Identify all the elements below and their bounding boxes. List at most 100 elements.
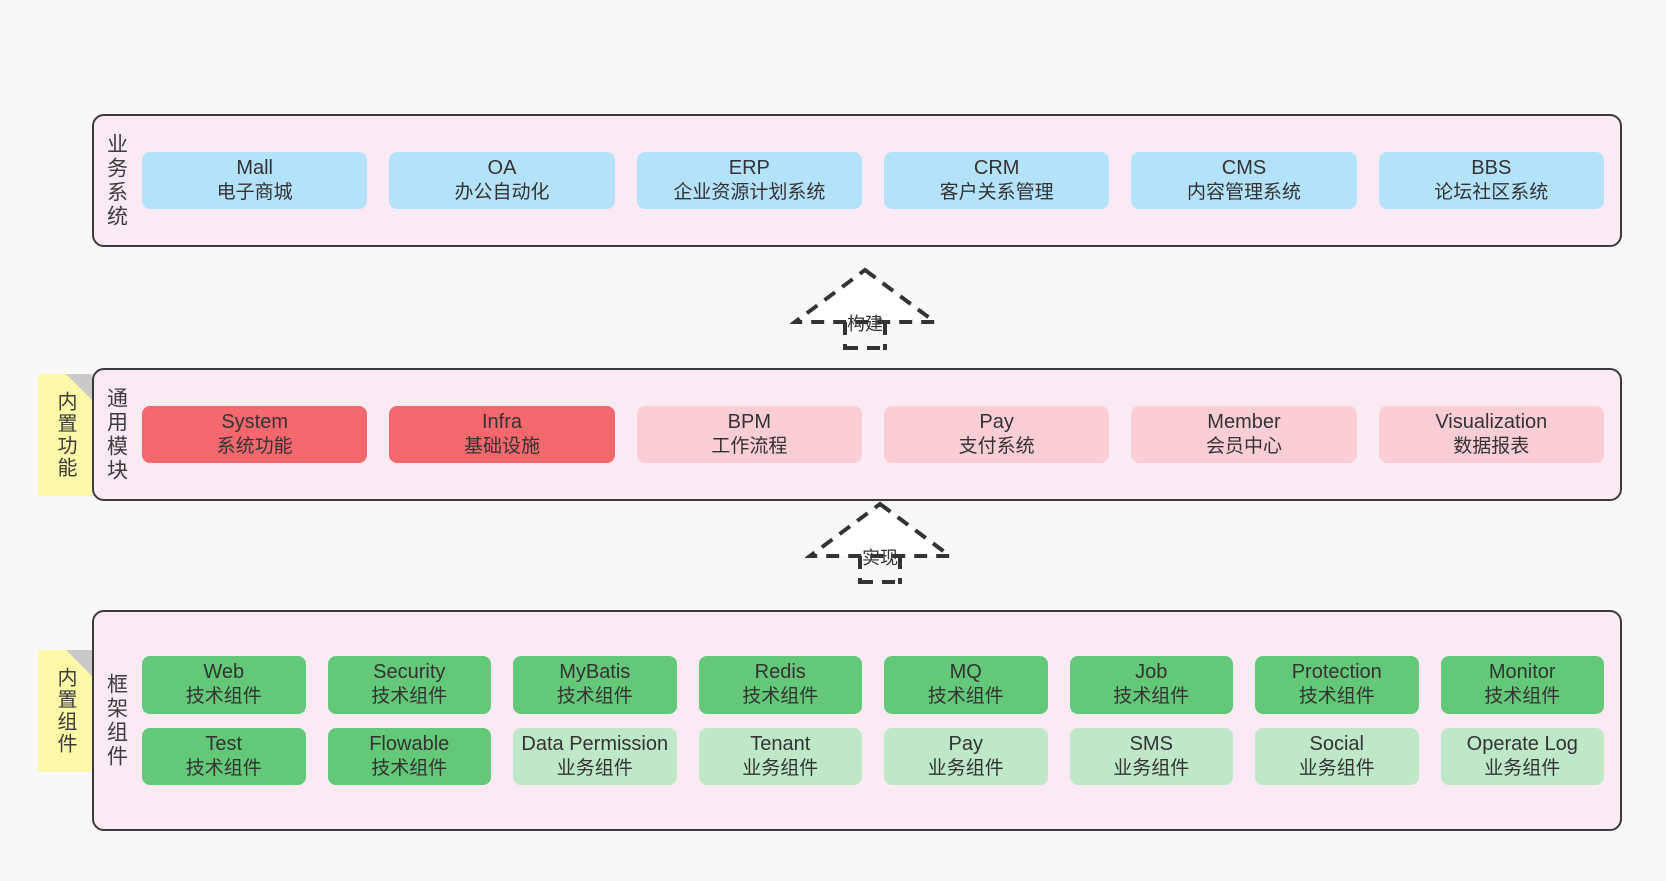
component-subtitle: 办公自动化 bbox=[454, 182, 550, 204]
component-box[interactable]: BBS 论坛社区系统 bbox=[1378, 151, 1604, 210]
note-fold-icon bbox=[66, 374, 92, 400]
component-name: Operate Log bbox=[1466, 732, 1578, 755]
component-subtitle: 电子商城 bbox=[216, 182, 293, 204]
connector-build: 构建 bbox=[790, 266, 940, 350]
layer-body-business-system: Mall 电子商城 OA 办公自动化 ERP 企业资源计划系统 CRM 客户关系管理 CMS 内容… bbox=[138, 116, 1620, 245]
component-name: CMS bbox=[1221, 156, 1267, 179]
component-box[interactable]: BPM 工作流程 bbox=[636, 405, 862, 464]
component-box[interactable]: Mall 电子商城 bbox=[142, 151, 368, 210]
component-box[interactable]: Protection 技术组件 bbox=[1255, 655, 1419, 714]
component-name: SMS bbox=[1129, 732, 1173, 755]
component-box[interactable]: MyBatis 技术组件 bbox=[513, 655, 677, 714]
component-row: System 系统功能 Infra 基础设施 BPM 工作流程 Pay 支付系统 Member 会… bbox=[142, 405, 1604, 464]
component-subtitle: 基础设施 bbox=[463, 436, 540, 458]
component-subtitle: 技术组件 bbox=[1113, 686, 1190, 708]
component-subtitle: 技术组件 bbox=[556, 686, 633, 708]
component-name: BPM bbox=[727, 410, 771, 433]
layer-body-common-module: System 系统功能 Infra 基础设施 BPM 工作流程 Pay 支付系统 Member 会… bbox=[138, 370, 1620, 499]
layer-business-system: 业务系统 Mall 电子商城 OA 办公自动化 ERP 企业资源计划系统 CRM 客户关系管理… bbox=[92, 114, 1622, 247]
layer-title-framework-component: 框架组件 bbox=[104, 672, 128, 769]
component-box[interactable]: Pay 支付系统 bbox=[883, 405, 1110, 464]
component-subtitle: 系统功能 bbox=[216, 436, 293, 458]
component-box[interactable]: Job 技术组件 bbox=[1069, 655, 1233, 714]
component-subtitle: 支付系统 bbox=[958, 436, 1035, 458]
component-name: BBS bbox=[1471, 156, 1512, 179]
component-box[interactable]: Monitor 技术组件 bbox=[1440, 655, 1604, 714]
component-name: Infra bbox=[481, 410, 522, 433]
connector-build-label: 构建 bbox=[847, 314, 883, 334]
component-box[interactable]: Tenant 业务组件 bbox=[698, 727, 862, 786]
component-name: Data Permission bbox=[521, 732, 669, 755]
component-subtitle: 技术组件 bbox=[927, 686, 1004, 708]
component-box[interactable]: SMS 业务组件 bbox=[1069, 727, 1233, 786]
component-subtitle: 技术组件 bbox=[185, 686, 262, 708]
component-name: CRM bbox=[973, 156, 1020, 179]
component-subtitle: 工作流程 bbox=[711, 436, 788, 458]
component-name: ERP bbox=[728, 156, 770, 179]
component-name: MyBatis bbox=[559, 660, 631, 683]
component-subtitle: 技术组件 bbox=[742, 686, 819, 708]
component-box[interactable]: OA 办公自动化 bbox=[389, 151, 615, 210]
component-box[interactable]: Data Permission 业务组件 bbox=[513, 727, 677, 786]
component-name: Test bbox=[205, 732, 243, 755]
component-box[interactable]: System 系统功能 bbox=[142, 405, 368, 464]
component-box[interactable]: Member 会员中心 bbox=[1131, 405, 1357, 464]
component-subtitle: 数据报表 bbox=[1453, 436, 1530, 458]
layer-title-common-module: 通用模块 bbox=[104, 386, 128, 483]
component-subtitle: 内容管理系统 bbox=[1186, 182, 1301, 204]
layer-common-module: 通用模块 System 系统功能 Infra 基础设施 BPM 工作流程 Pay 支付系统 Me… bbox=[92, 368, 1622, 501]
component-subtitle: 企业资源计划系统 bbox=[673, 182, 826, 204]
component-subtitle: 业务组件 bbox=[556, 758, 633, 780]
component-box[interactable]: MQ 技术组件 bbox=[884, 655, 1048, 714]
component-name: Member bbox=[1207, 410, 1281, 433]
component-name: OA bbox=[487, 156, 517, 179]
component-row: Mall 电子商城 OA 办公自动化 ERP 企业资源计划系统 CRM 客户关系管理 CMS 内容… bbox=[142, 151, 1604, 210]
component-subtitle: 技术组件 bbox=[1298, 686, 1375, 708]
component-box[interactable]: Pay 业务组件 bbox=[884, 727, 1048, 786]
component-subtitle: 会员中心 bbox=[1205, 436, 1282, 458]
component-name: Monitor bbox=[1488, 660, 1556, 683]
component-name: Tenant bbox=[750, 732, 811, 755]
component-box[interactable]: Web 技术组件 bbox=[142, 655, 306, 714]
component-subtitle: 业务组件 bbox=[927, 758, 1004, 780]
component-name: Mall bbox=[236, 156, 273, 179]
component-name: Pay bbox=[948, 732, 983, 755]
component-box[interactable]: ERP 企业资源计划系统 bbox=[636, 151, 862, 210]
component-subtitle: 技术组件 bbox=[185, 758, 262, 780]
component-name: Web bbox=[203, 660, 245, 683]
component-name: System bbox=[221, 410, 288, 433]
component-subtitle: 业务组件 bbox=[1113, 758, 1190, 780]
component-subtitle: 业务组件 bbox=[742, 758, 819, 780]
component-subtitle: 业务组件 bbox=[1484, 758, 1561, 780]
note-fold-icon bbox=[66, 650, 92, 676]
component-name: Job bbox=[1135, 660, 1168, 683]
component-subtitle: 客户关系管理 bbox=[939, 182, 1054, 204]
component-name: Redis bbox=[754, 660, 806, 683]
component-box[interactable]: Test 技术组件 bbox=[142, 727, 306, 786]
component-box[interactable]: Operate Log 业务组件 bbox=[1440, 727, 1604, 786]
component-box[interactable]: CMS 内容管理系统 bbox=[1131, 151, 1357, 210]
component-box[interactable]: Infra 基础设施 bbox=[389, 405, 615, 464]
component-name: Pay bbox=[979, 410, 1014, 433]
layer-title-business-system: 业务系统 bbox=[104, 132, 128, 229]
component-subtitle: 技术组件 bbox=[1484, 686, 1561, 708]
component-name: Visualization bbox=[1435, 410, 1548, 433]
component-box[interactable]: CRM 客户关系管理 bbox=[883, 151, 1110, 210]
component-name: Protection bbox=[1291, 660, 1382, 683]
note-builtin-function-label: 内置功能 bbox=[54, 391, 76, 479]
component-name: MQ bbox=[949, 660, 982, 683]
component-name: Social bbox=[1309, 732, 1364, 755]
component-subtitle: 技术组件 bbox=[371, 758, 448, 780]
component-subtitle: 论坛社区系统 bbox=[1434, 182, 1549, 204]
component-box[interactable]: Redis 技术组件 bbox=[698, 655, 862, 714]
connector-implement: 实现 bbox=[805, 500, 955, 584]
connector-implement-label: 实现 bbox=[862, 548, 898, 568]
component-subtitle: 技术组件 bbox=[371, 686, 448, 708]
component-box[interactable]: Visualization 数据报表 bbox=[1378, 405, 1604, 464]
